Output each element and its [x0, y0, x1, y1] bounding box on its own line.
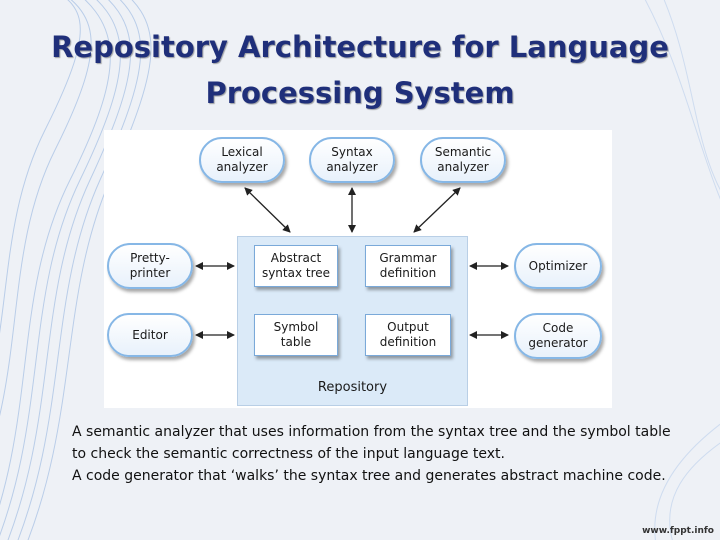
arrow-semantic-repository — [413, 187, 461, 233]
title-line-1: Repository Architecture for Language — [51, 30, 669, 64]
description-paragraph-1: A semantic analyzer that uses informatio… — [72, 424, 671, 462]
optimizer-node: Optimizer — [514, 243, 602, 289]
arrow-lexical-repository — [244, 187, 291, 233]
repository-label: Repository — [317, 380, 388, 395]
semantic-analyzer-node: Semantic analyzer — [420, 137, 506, 183]
editor-node: Editor — [107, 313, 193, 357]
description-text: A semantic analyzer that uses informatio… — [72, 421, 672, 487]
lexical-analyzer-node: Lexical analyzer — [199, 137, 285, 183]
description-paragraph-2: A code generator that ‘walks’ the syntax… — [72, 468, 666, 484]
code-generator-node: Code generator — [514, 313, 602, 359]
output-definition-box: Output definition — [365, 314, 451, 356]
watermark: www.fppt.info — [642, 526, 714, 536]
grammar-definition-box: Grammar definition — [365, 245, 451, 287]
slide-title: Repository Architecture for Language Pro… — [30, 24, 690, 116]
title-line-2: Processing System — [205, 76, 515, 110]
syntax-analyzer-node: Syntax analyzer — [309, 137, 395, 183]
pretty-printer-node: Pretty- printer — [107, 243, 193, 289]
symbol-table-box: Symbol table — [254, 314, 338, 356]
abstract-syntax-tree-box: Abstract syntax tree — [254, 245, 338, 287]
